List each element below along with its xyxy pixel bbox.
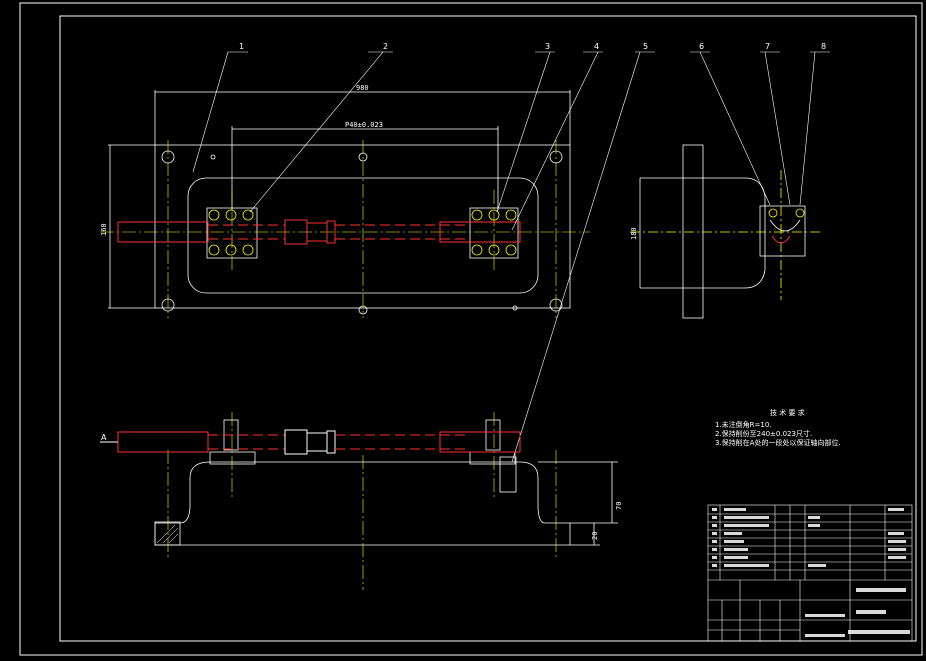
base-plate-outline xyxy=(154,144,571,309)
front-hatch xyxy=(156,524,179,544)
balloon-3: 3 xyxy=(545,42,550,51)
dim-hole-pitch: P40±0.023 xyxy=(345,121,383,129)
dim-front-height: 70 xyxy=(615,502,623,510)
inner-frame xyxy=(59,15,917,642)
side-view xyxy=(639,144,806,319)
front-center-lines xyxy=(167,412,557,590)
balloon-2: 2 xyxy=(383,42,388,51)
tech-requirements: 技 术 要 求 1.未注倒角R=10. 2.保持削份至240±0.023尺寸. … xyxy=(715,408,841,447)
balloon-4: 4 xyxy=(594,42,599,51)
front-view xyxy=(154,419,618,546)
balloon-6: 6 xyxy=(699,42,704,51)
view-label-a: A xyxy=(101,433,107,442)
balloon-1: 1 xyxy=(239,42,244,51)
dim-overall-length: 980 xyxy=(356,84,369,92)
side-bolts xyxy=(630,170,820,300)
balloon-8: 8 xyxy=(821,42,826,51)
balloon-7: 7 xyxy=(765,42,770,51)
balloon-leaders xyxy=(192,51,830,463)
front-workpiece xyxy=(100,429,521,455)
plan-center-lines xyxy=(100,140,590,318)
tech-req-item-2: 2.保持削份至240±0.023尺寸. xyxy=(715,429,812,438)
title-block xyxy=(707,504,913,642)
dim-side-height: 180 xyxy=(630,227,638,240)
side-workpiece xyxy=(771,235,791,244)
balloon-5: 5 xyxy=(643,42,648,51)
plan-view xyxy=(108,90,571,315)
outer-border xyxy=(19,2,923,656)
plan-workpiece xyxy=(117,219,521,245)
title-block-marks xyxy=(712,508,910,637)
tech-req-item-1: 1.未注倒角R=10. xyxy=(715,420,772,429)
tech-req-title: 技 术 要 求 xyxy=(770,408,805,417)
balloon-labels: 1 2 3 4 5 6 7 8 xyxy=(239,42,826,51)
tech-req-item-3: 3.保持削在A处的一段处以保证轴向部位. xyxy=(715,438,841,447)
dim-plan-height: 160 xyxy=(100,223,108,236)
pocket-outline xyxy=(187,177,539,294)
dim-base-thickness: 20 xyxy=(591,532,599,540)
